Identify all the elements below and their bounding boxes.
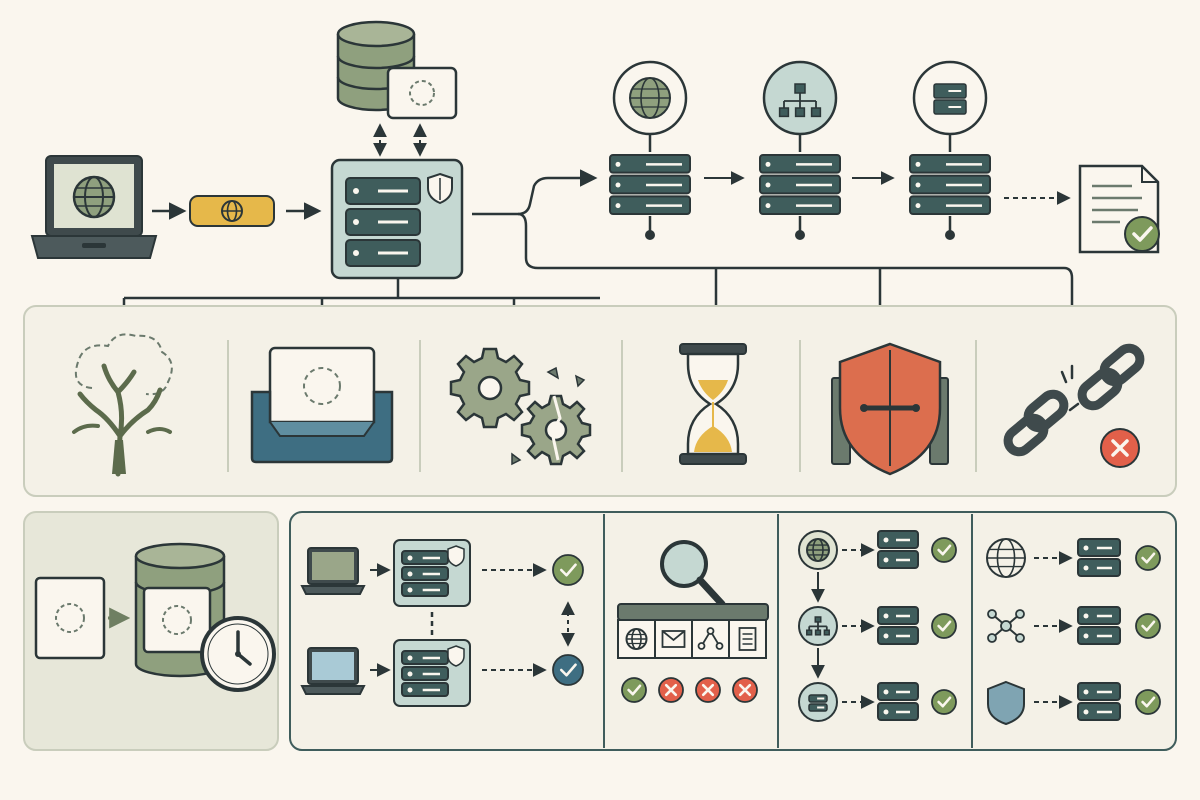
- clock-icon: [200, 616, 276, 692]
- error-badge: [695, 677, 721, 703]
- error-badge: [658, 677, 684, 703]
- request-pill: [189, 195, 275, 227]
- server-stack-icon: [401, 650, 449, 697]
- search-bar: [617, 603, 769, 621]
- check-badge: [1135, 545, 1161, 571]
- shield-icon: [447, 645, 465, 667]
- redundancy-row-2: [300, 639, 584, 707]
- check-badge: [931, 613, 957, 639]
- shield-icon: [447, 545, 465, 567]
- panel-dividers: [227, 340, 977, 472]
- laptop-icon: [300, 547, 366, 595]
- globe-icon: [806, 538, 830, 562]
- cache-card-icon: [386, 66, 458, 120]
- check-badge: [621, 677, 647, 703]
- check-badge: [1135, 613, 1161, 639]
- globe-icon: [629, 77, 671, 119]
- server-stack-icon: [759, 154, 841, 215]
- shield-icon: [987, 680, 1025, 726]
- globe-icon: [986, 538, 1026, 578]
- redundancy-section: [300, 539, 584, 707]
- globe-icon: [72, 175, 116, 219]
- error-badge: [1100, 428, 1140, 468]
- protocol-row-3: [987, 680, 1161, 726]
- hierarchy-row-2: [798, 606, 957, 679]
- check-badge: [552, 654, 584, 686]
- protocol-section: [986, 538, 1161, 726]
- sitemap-icon: [778, 83, 822, 118]
- backend-node-globe-icon: [609, 60, 691, 240]
- server-stack-icon: [1077, 538, 1121, 577]
- search-status-row: [621, 677, 758, 703]
- document-check-icon: [1078, 164, 1160, 254]
- hierarchy-section: [798, 530, 957, 722]
- server-stack-icon: [877, 530, 919, 569]
- search-tab-globe-icon: [617, 619, 656, 659]
- backend-chain: [609, 60, 1071, 240]
- shield-barrier-icon: [831, 342, 949, 476]
- check-badge: [1135, 689, 1161, 715]
- server-stack-icon: [877, 682, 919, 721]
- server-box-icon: [393, 639, 471, 707]
- hierarchy-row-3: [798, 682, 957, 722]
- broken-chain-icon: [1003, 343, 1145, 457]
- server-icon: [933, 83, 967, 115]
- arrow-gateway-to-backend: [472, 169, 598, 216]
- backend-node-server-icon: [909, 60, 991, 240]
- search-tab-document-icon: [728, 619, 767, 659]
- search-tabs: [617, 619, 767, 659]
- search-section: [617, 540, 769, 703]
- server-stack-icon: [1077, 682, 1121, 721]
- branch-line-right: [517, 212, 1081, 330]
- nodes-icon: [697, 627, 724, 650]
- laptop-globe-icon: [30, 155, 158, 259]
- backend-node-sitemap-icon: [759, 60, 841, 240]
- gateway-server-icon: [330, 158, 464, 280]
- check-badge: [552, 554, 584, 586]
- broken-gears-icon: [449, 347, 592, 466]
- globe-icon: [221, 200, 243, 222]
- dashed-card-icon: [34, 576, 106, 660]
- check-badge: [931, 689, 957, 715]
- check-badge: [1124, 216, 1160, 252]
- hourglass-icon: [679, 343, 747, 465]
- search-tab-mail-icon: [654, 619, 693, 659]
- network-nodes-icon: [987, 609, 1025, 643]
- sitemap-icon: [806, 616, 830, 636]
- failure-modes-panel: [23, 305, 1177, 497]
- server-stack-icon: [401, 550, 449, 597]
- protocol-row-1: [986, 538, 1161, 578]
- break-sparks: [1060, 364, 1080, 412]
- protocol-row-2: [987, 606, 1161, 645]
- server-box-icon: [393, 539, 471, 607]
- server-stack-icon: [877, 606, 919, 645]
- server-stack-icon: [609, 154, 691, 215]
- document-icon: [738, 627, 757, 651]
- mail-icon: [661, 630, 686, 648]
- error-badge: [732, 677, 758, 703]
- inbox-tray-icon: [250, 346, 394, 464]
- check-badge: [931, 537, 957, 563]
- hierarchy-row-1: [798, 530, 957, 603]
- examples-dividers: [603, 514, 973, 748]
- magnifier-icon: [660, 540, 726, 608]
- redundancy-row-1: [300, 539, 584, 607]
- globe-icon: [625, 628, 648, 650]
- server-stack-icon: [909, 154, 991, 215]
- search-tab-nodes-icon: [691, 619, 730, 659]
- server-stack-icon: [1077, 606, 1121, 645]
- sync-arrows: [373, 123, 427, 157]
- laptop-icon: [300, 647, 366, 695]
- dead-tree-icon: [72, 333, 173, 477]
- server-icon: [808, 694, 828, 712]
